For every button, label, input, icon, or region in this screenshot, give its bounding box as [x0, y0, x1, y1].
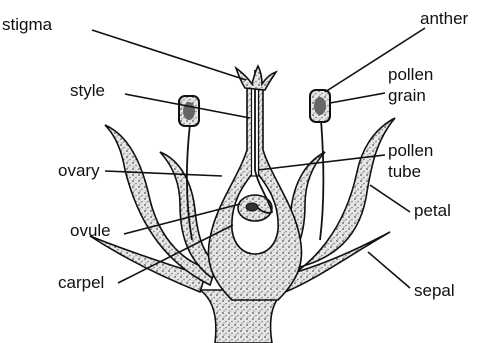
label-stigma: stigma [2, 15, 53, 34]
anther-right-sac [314, 97, 326, 115]
label-ovule: ovule [70, 221, 111, 240]
ovary-leader [105, 171, 222, 176]
label-petal: petal [414, 201, 451, 220]
label-ovary: ovary [58, 161, 100, 180]
sepal-leader [368, 252, 410, 288]
stigma-leader [92, 30, 246, 80]
label-carpel: carpel [58, 273, 104, 292]
label-sepal: sepal [414, 281, 455, 300]
ovule-nucleus [246, 203, 258, 211]
label-pollen-grain-line2: grain [388, 86, 426, 105]
filament-right [320, 120, 324, 240]
label-pollen-tube-line2: tube [388, 162, 421, 181]
label-anther: anther [420, 9, 469, 28]
pollen-grain-leader [330, 93, 385, 103]
label-pollen-tube-line1: pollen [388, 141, 433, 160]
label-style: style [70, 81, 105, 100]
petal-leader [370, 185, 410, 212]
label-pollen-grain-line1: pollen [388, 65, 433, 84]
